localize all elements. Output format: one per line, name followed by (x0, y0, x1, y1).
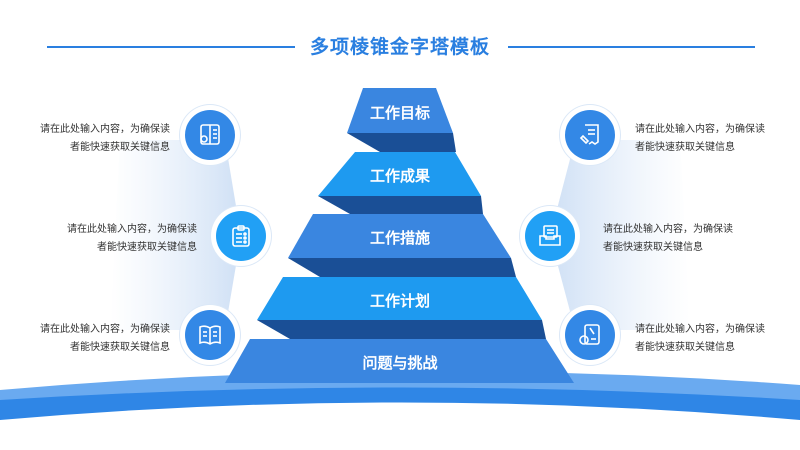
pyramid-layer-2[interactable] (318, 152, 481, 196)
document-chat-icon (565, 310, 615, 360)
left-desc-1: 请在此处输入内容，为确保读者能快速获取关键信息 (30, 121, 170, 157)
bottom-wave-white (0, 402, 800, 450)
right-desc-2: 请在此处输入内容，为确保读者能快速获取关键信息 (603, 221, 743, 257)
desc-line: 请在此处输入内容，为确保读 (40, 324, 170, 335)
layer-label-3: 工作措施 (369, 229, 430, 247)
fold (288, 258, 516, 277)
desc-line: 者能快速获取关键信息 (635, 342, 735, 353)
right-desc-3: 请在此处输入内容，为确保读者能快速获取关键信息 (635, 321, 775, 357)
page-title: 多项棱锥金字塔模板 (309, 36, 490, 58)
fold (318, 196, 483, 214)
right-fan (550, 140, 690, 330)
desc-line: 请在此处输入内容，为确保读 (67, 224, 197, 235)
clipboard-list-icon (216, 211, 266, 261)
desc-line: 请在此处输入内容，为确保读 (635, 324, 765, 335)
fold (257, 320, 546, 339)
fold (347, 133, 456, 152)
title-line-left (47, 46, 295, 48)
desc-line: 者能快速获取关键信息 (97, 242, 197, 253)
desc-line: 请在此处输入内容，为确保读 (635, 124, 765, 135)
left-desc-3: 请在此处输入内容，为确保读者能快速获取关键信息 (30, 321, 170, 357)
desc-line: 者能快速获取关键信息 (635, 142, 735, 153)
left-desc-2: 请在此处输入内容，为确保读者能快速获取关键信息 (57, 221, 197, 257)
layer-label-4: 工作计划 (369, 292, 430, 310)
layer-label-2: 工作成果 (369, 167, 430, 185)
pyramid-layer-4[interactable] (257, 277, 542, 320)
desc-line: 者能快速获取关键信息 (70, 342, 170, 353)
desc-line: 者能快速获取关键信息 (603, 242, 703, 253)
layer-label-5: 问题与挑战 (362, 354, 438, 372)
book-search-icon (185, 110, 235, 160)
pyramid-layer-3[interactable] (288, 214, 511, 258)
desc-line: 请在此处输入内容，为确保读 (603, 224, 733, 235)
desc-line: 者能快速获取关键信息 (70, 142, 170, 153)
pyramid-layer-5[interactable] (225, 339, 574, 383)
right-desc-1: 请在此处输入内容，为确保读者能快速获取关键信息 (635, 121, 775, 157)
pyramid-layer-1[interactable] (347, 88, 453, 133)
left-fan (110, 140, 241, 330)
inbox-tray-icon (525, 211, 575, 261)
layer-label-1: 工作目标 (369, 104, 430, 122)
desc-line: 请在此处输入内容，为确保读 (40, 124, 170, 135)
title-line-right (508, 46, 755, 48)
open-book-icon (185, 310, 235, 360)
document-pen-icon (565, 110, 615, 160)
